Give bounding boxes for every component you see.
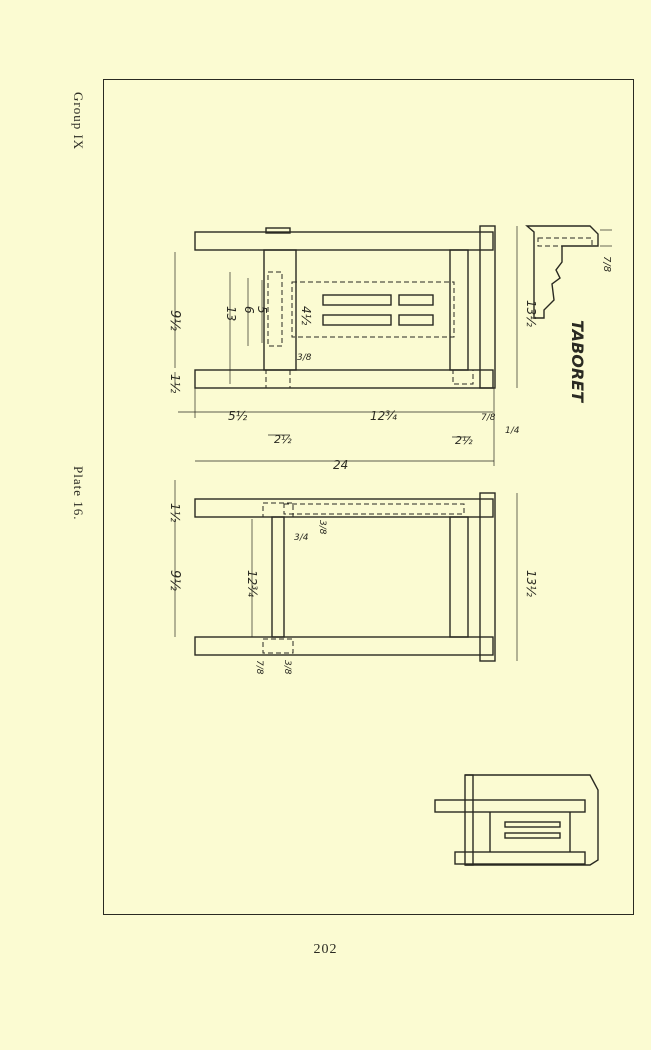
- side-dim-1-half: 1½: [168, 503, 182, 523]
- side-leg-right: [449, 516, 469, 638]
- hidden-tenon: [267, 271, 283, 347]
- plate-border: [103, 79, 634, 915]
- leg-right: [449, 249, 469, 371]
- dim-6: 6: [242, 306, 256, 314]
- side-tenon-bottom: [262, 638, 294, 654]
- leg-left: [263, 249, 297, 371]
- corner-detail: 7/8: [525, 225, 612, 319]
- dim-7-8: 7/8: [481, 413, 496, 423]
- side-hidden-rail: [283, 503, 465, 515]
- drawing-title: TABORET: [568, 320, 587, 403]
- dim-9-half: 9½: [167, 310, 182, 331]
- slat-panel: [291, 281, 455, 338]
- side-dim-13-half: 13½: [524, 570, 538, 597]
- side-end-post: [479, 492, 496, 662]
- dim-13: 13: [224, 306, 238, 321]
- upper-rail: [194, 231, 494, 251]
- hidden-mortise-b: [452, 369, 474, 385]
- dim-1-4: 1/4: [505, 426, 520, 436]
- dim-5: 5: [255, 306, 269, 314]
- upper-view: 9½ 1½ 13 6 5 4½ 3/8 13½ 5½ 12¾ 2½ 2½ 7/8…: [167, 225, 538, 472]
- slot: [398, 314, 434, 326]
- slot: [322, 294, 392, 306]
- dim-detail-7-8: 7/8: [601, 256, 612, 272]
- side-dim-tenon-3-8: 3/8: [282, 660, 292, 675]
- side-dim-3-4: 3/4: [294, 533, 309, 543]
- side-dim-7-8: 7/8: [254, 660, 264, 675]
- dim-13-half: 13½: [524, 300, 538, 327]
- lower-rail: [194, 369, 494, 389]
- side-view: 1½ 9½ 12¾ 3/8 3/4 13½ 7/8 3/8: [167, 480, 538, 675]
- dim-2-half-b: 2½: [455, 434, 473, 447]
- hidden-mortise-a: [265, 369, 291, 389]
- dim-4-half: 4½: [299, 306, 313, 326]
- side-leg: [271, 516, 285, 638]
- side-bottom-rail: [194, 636, 494, 656]
- side-dim-9-half: 9½: [167, 570, 182, 591]
- dim-1-half: 1½: [168, 374, 182, 394]
- page-number: 202: [313, 942, 338, 957]
- dim-12-3-4: 12¾: [370, 409, 397, 423]
- slot: [322, 314, 392, 326]
- side-top-rail: [194, 498, 494, 518]
- top-tab: [265, 227, 291, 234]
- dim-2-half-a: 2½: [274, 433, 292, 446]
- side-tenon-top: [262, 502, 294, 518]
- end-post: [479, 225, 496, 389]
- dim-24: 24: [333, 458, 348, 472]
- slot: [398, 294, 434, 306]
- dim-5-half: 5½: [228, 409, 248, 423]
- side-dim-12-3-4: 12¾: [245, 570, 259, 597]
- perspective-sketch: [434, 774, 599, 866]
- dim-3-8: 3/8: [297, 353, 312, 363]
- side-dim-3-8: 3/8: [317, 520, 327, 535]
